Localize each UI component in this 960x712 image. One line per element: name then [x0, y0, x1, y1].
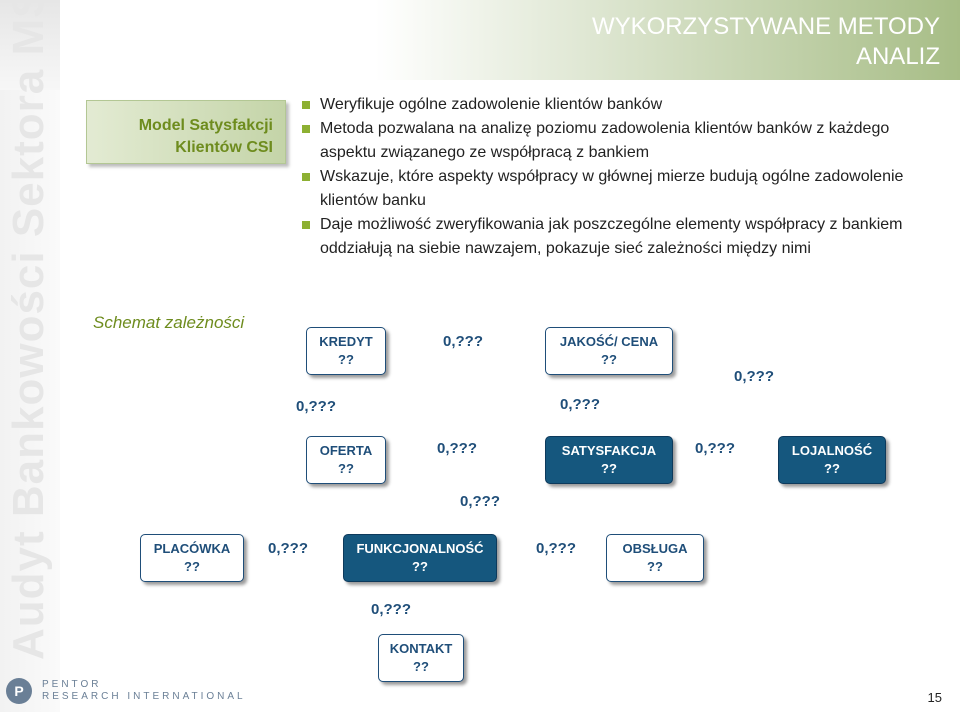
node-label: PLACÓWKA	[153, 541, 231, 556]
node-value: ??	[601, 352, 617, 367]
coefficient: 0,???	[460, 493, 500, 510]
section-label-box: Model Satysfakcji Klientów CSI	[86, 100, 286, 164]
node-value: ??	[338, 352, 354, 367]
node-lojalnosc: LOJALNOŚĆ ??	[778, 436, 886, 484]
node-label: OBSŁUGA	[622, 541, 688, 556]
side-bar: Audyt Bankowości Sektora MSP	[0, 0, 60, 712]
node-value: ??	[412, 559, 428, 574]
coefficient: 0,???	[437, 440, 477, 457]
node-funkcjonalnosc: FUNKCJONALNOŚĆ ??	[343, 534, 497, 582]
coefficient: 0,???	[560, 396, 600, 413]
coefficient: 0,???	[734, 368, 774, 385]
node-label: SATYSFAKCJA	[561, 443, 657, 458]
page-title-line2: ANALIZ	[855, 43, 940, 70]
header-band: WYKORZYSTYWANE METODY ANALIZ	[60, 0, 960, 80]
side-vertical-text: Audyt Bankowości Sektora MSP	[4, 0, 53, 660]
logo-icon: P	[6, 678, 32, 704]
node-obsluga: OBSŁUGA ??	[606, 534, 704, 582]
bullet-list: Weryfikuje ogólne zadowolenie klientów b…	[300, 93, 940, 261]
page-number: 15	[927, 690, 942, 705]
section-label: Model Satysfakcji Klientów CSI	[139, 115, 273, 159]
node-label: KREDYT	[319, 334, 373, 349]
node-placowka: PLACÓWKA ??	[140, 534, 244, 582]
coefficient: 0,???	[695, 440, 735, 457]
logo-line1: PENTOR	[42, 679, 102, 690]
node-kredyt: KREDYT ??	[306, 327, 386, 375]
bullet-item: Daje możliwość zweryfikowania jak poszcz…	[300, 213, 940, 261]
node-value: ??	[647, 559, 663, 574]
coefficient: 0,???	[443, 333, 483, 350]
node-value: ??	[824, 461, 840, 476]
logo-text: PENTOR RESEARCH INTERNATIONAL	[42, 679, 246, 703]
node-oferta: OFERTA ??	[306, 436, 386, 484]
company-logo: P PENTOR RESEARCH INTERNATIONAL	[6, 678, 246, 704]
node-value: ??	[413, 659, 429, 674]
logo-line2: RESEARCH INTERNATIONAL	[42, 691, 246, 702]
page-title-line1: WYKORZYSTYWANE METODY	[591, 13, 940, 40]
coefficient: 0,???	[268, 540, 308, 557]
node-label: KONTAKT	[389, 641, 453, 656]
section-label-line2: Klientów CSI	[175, 139, 273, 156]
coefficient: 0,???	[536, 540, 576, 557]
node-label: FUNKCJONALNOŚĆ	[356, 541, 484, 556]
node-jakosc-cena: JAKOŚĆ/ CENA ??	[545, 327, 673, 375]
node-kontakt: KONTAKT ??	[378, 634, 464, 682]
node-label: LOJALNOŚĆ	[791, 443, 873, 458]
node-value: ??	[184, 559, 200, 574]
node-label: JAKOŚĆ/ CENA	[559, 334, 659, 349]
section-label-line1: Model Satysfakcji	[138, 117, 273, 134]
node-value: ??	[338, 461, 354, 476]
node-satysfakcja: SATYSFAKCJA ??	[545, 436, 673, 484]
bullet-item: Weryfikuje ogólne zadowolenie klientów b…	[300, 93, 940, 117]
schema-label: Schemat zależności	[93, 313, 245, 332]
page-title: WYKORZYSTYWANE METODY ANALIZ	[592, 12, 940, 72]
coefficient: 0,???	[371, 601, 411, 618]
coefficient: 0,???	[296, 398, 336, 415]
bullet-item: Wskazuje, które aspekty współpracy w głó…	[300, 165, 940, 213]
header-photo	[0, 0, 60, 90]
node-label: OFERTA	[319, 443, 373, 458]
node-value: ??	[601, 461, 617, 476]
bullet-item: Metoda pozwalana na analizę poziomu zado…	[300, 117, 940, 165]
